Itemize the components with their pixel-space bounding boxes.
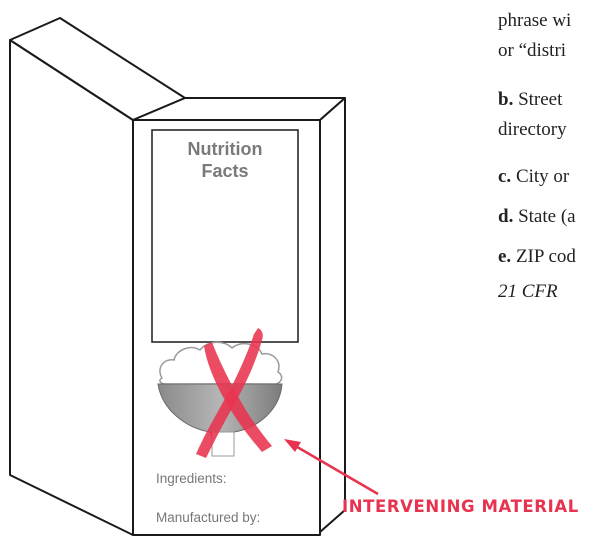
list-letter: e. bbox=[498, 246, 511, 267]
cfr-citation: 21 CFR bbox=[498, 281, 558, 303]
list-letter: c. bbox=[498, 166, 511, 187]
list-text: ZIP cod bbox=[511, 246, 576, 267]
manufactured-by-label: Manufactured by: bbox=[156, 510, 260, 525]
body-text-fragment: or “distri bbox=[498, 40, 566, 61]
ingredients-label: Ingredients: bbox=[156, 471, 227, 486]
body-text-line-2: or “distri bbox=[498, 40, 566, 62]
list-text: Street bbox=[513, 89, 562, 110]
list-item-d: d. State (a bbox=[498, 206, 576, 228]
list-item-b: b. Street bbox=[498, 89, 562, 111]
body-text-line-1: phrase wi bbox=[498, 10, 571, 32]
package-side-face bbox=[10, 40, 133, 535]
list-item-c: c. City or bbox=[498, 166, 569, 188]
list-item-e: e. ZIP cod bbox=[498, 246, 576, 268]
callout-label: INTERVENING MATERIAL bbox=[342, 497, 579, 516]
list-text: State (a bbox=[513, 206, 575, 227]
list-letter: d. bbox=[498, 206, 513, 227]
list-text: City or bbox=[511, 166, 569, 187]
list-letter: b. bbox=[498, 89, 513, 110]
body-text-fragment: phrase wi bbox=[498, 10, 571, 31]
citation-text: 21 CFR bbox=[498, 281, 558, 302]
list-item-b-continued: directory bbox=[498, 119, 567, 141]
list-text: directory bbox=[498, 119, 567, 140]
